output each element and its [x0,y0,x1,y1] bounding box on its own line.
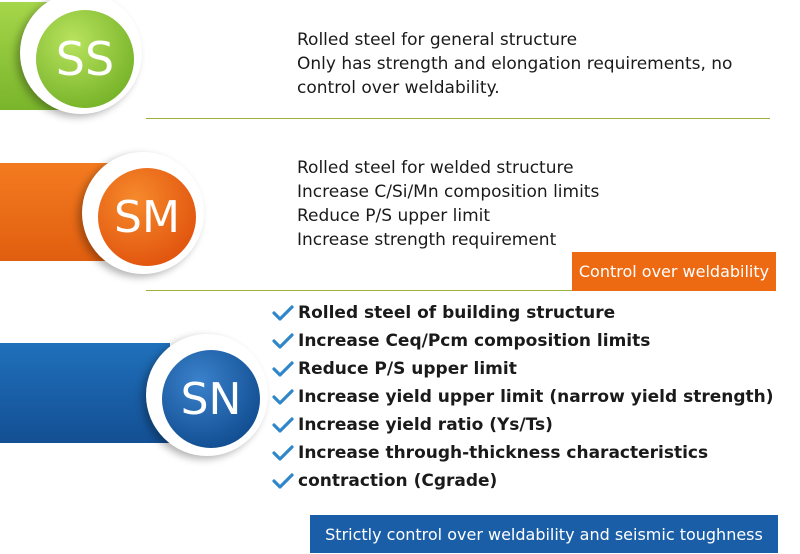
ss-description: Rolled steel for general structure Only … [297,28,732,100]
sm-line: Increase C/Si/Mn composition limits [297,182,600,202]
check-icon [272,333,294,349]
sm-tag: Control over weldability [572,252,776,291]
checklist-item: Reduce P/S upper limit [272,355,774,383]
ss-line: control over weldability. [297,78,500,98]
checklist-item-text: Rolled steel of building structure [298,303,616,323]
sm-line: Reduce P/S upper limit [297,206,491,226]
checklist-item-text: Increase Ceq/Pcm composition limits [298,331,651,351]
checklist-item: contraction (Cgrade) [272,467,774,495]
checklist-item-text: Increase yield ratio (Ys/Ts) [298,415,553,435]
checklist-item-text: Increase through-thickness characteristi… [298,443,709,463]
ss-line: Rolled steel for general structure [297,30,578,50]
sm-description: Rolled steel for welded structure Increa… [297,156,599,252]
check-icon [272,445,294,461]
checklist-item: Increase through-thickness characteristi… [272,439,774,467]
sn-code: SN [180,373,242,425]
check-icon [272,305,294,321]
ss-line: Only has strength and elongation require… [297,54,733,74]
checklist-item: Rolled steel of building structure [272,299,774,327]
sn-badge: SN [162,350,260,448]
checklist-item-text: Increase yield upper limit (narrow yield… [298,387,774,407]
checklist-item-text: Reduce P/S upper limit [298,359,517,379]
sm-line: Increase strength requirement [297,230,557,250]
ss-code: SS [55,32,115,86]
checklist-item: Increase yield ratio (Ys/Ts) [272,411,774,439]
ss-divider [146,118,770,119]
sm-line: Rolled steel for welded structure [297,158,574,178]
check-icon [272,417,294,433]
checklist-item-text: contraction (Cgrade) [298,471,498,491]
checklist-item: Increase yield upper limit (narrow yield… [272,383,774,411]
check-icon [272,361,294,377]
sn-checklist: Rolled steel of building structure Incre… [272,299,774,495]
sm-badge: SM [98,168,196,266]
sn-band [0,343,170,443]
check-icon [272,389,294,405]
ss-badge: SS [36,10,134,108]
sm-divider [146,290,572,291]
sm-code: SM [114,191,180,243]
check-icon [272,473,294,489]
checklist-item: Increase Ceq/Pcm composition limits [272,327,774,355]
sn-tag: Strictly control over weldability and se… [310,515,778,553]
